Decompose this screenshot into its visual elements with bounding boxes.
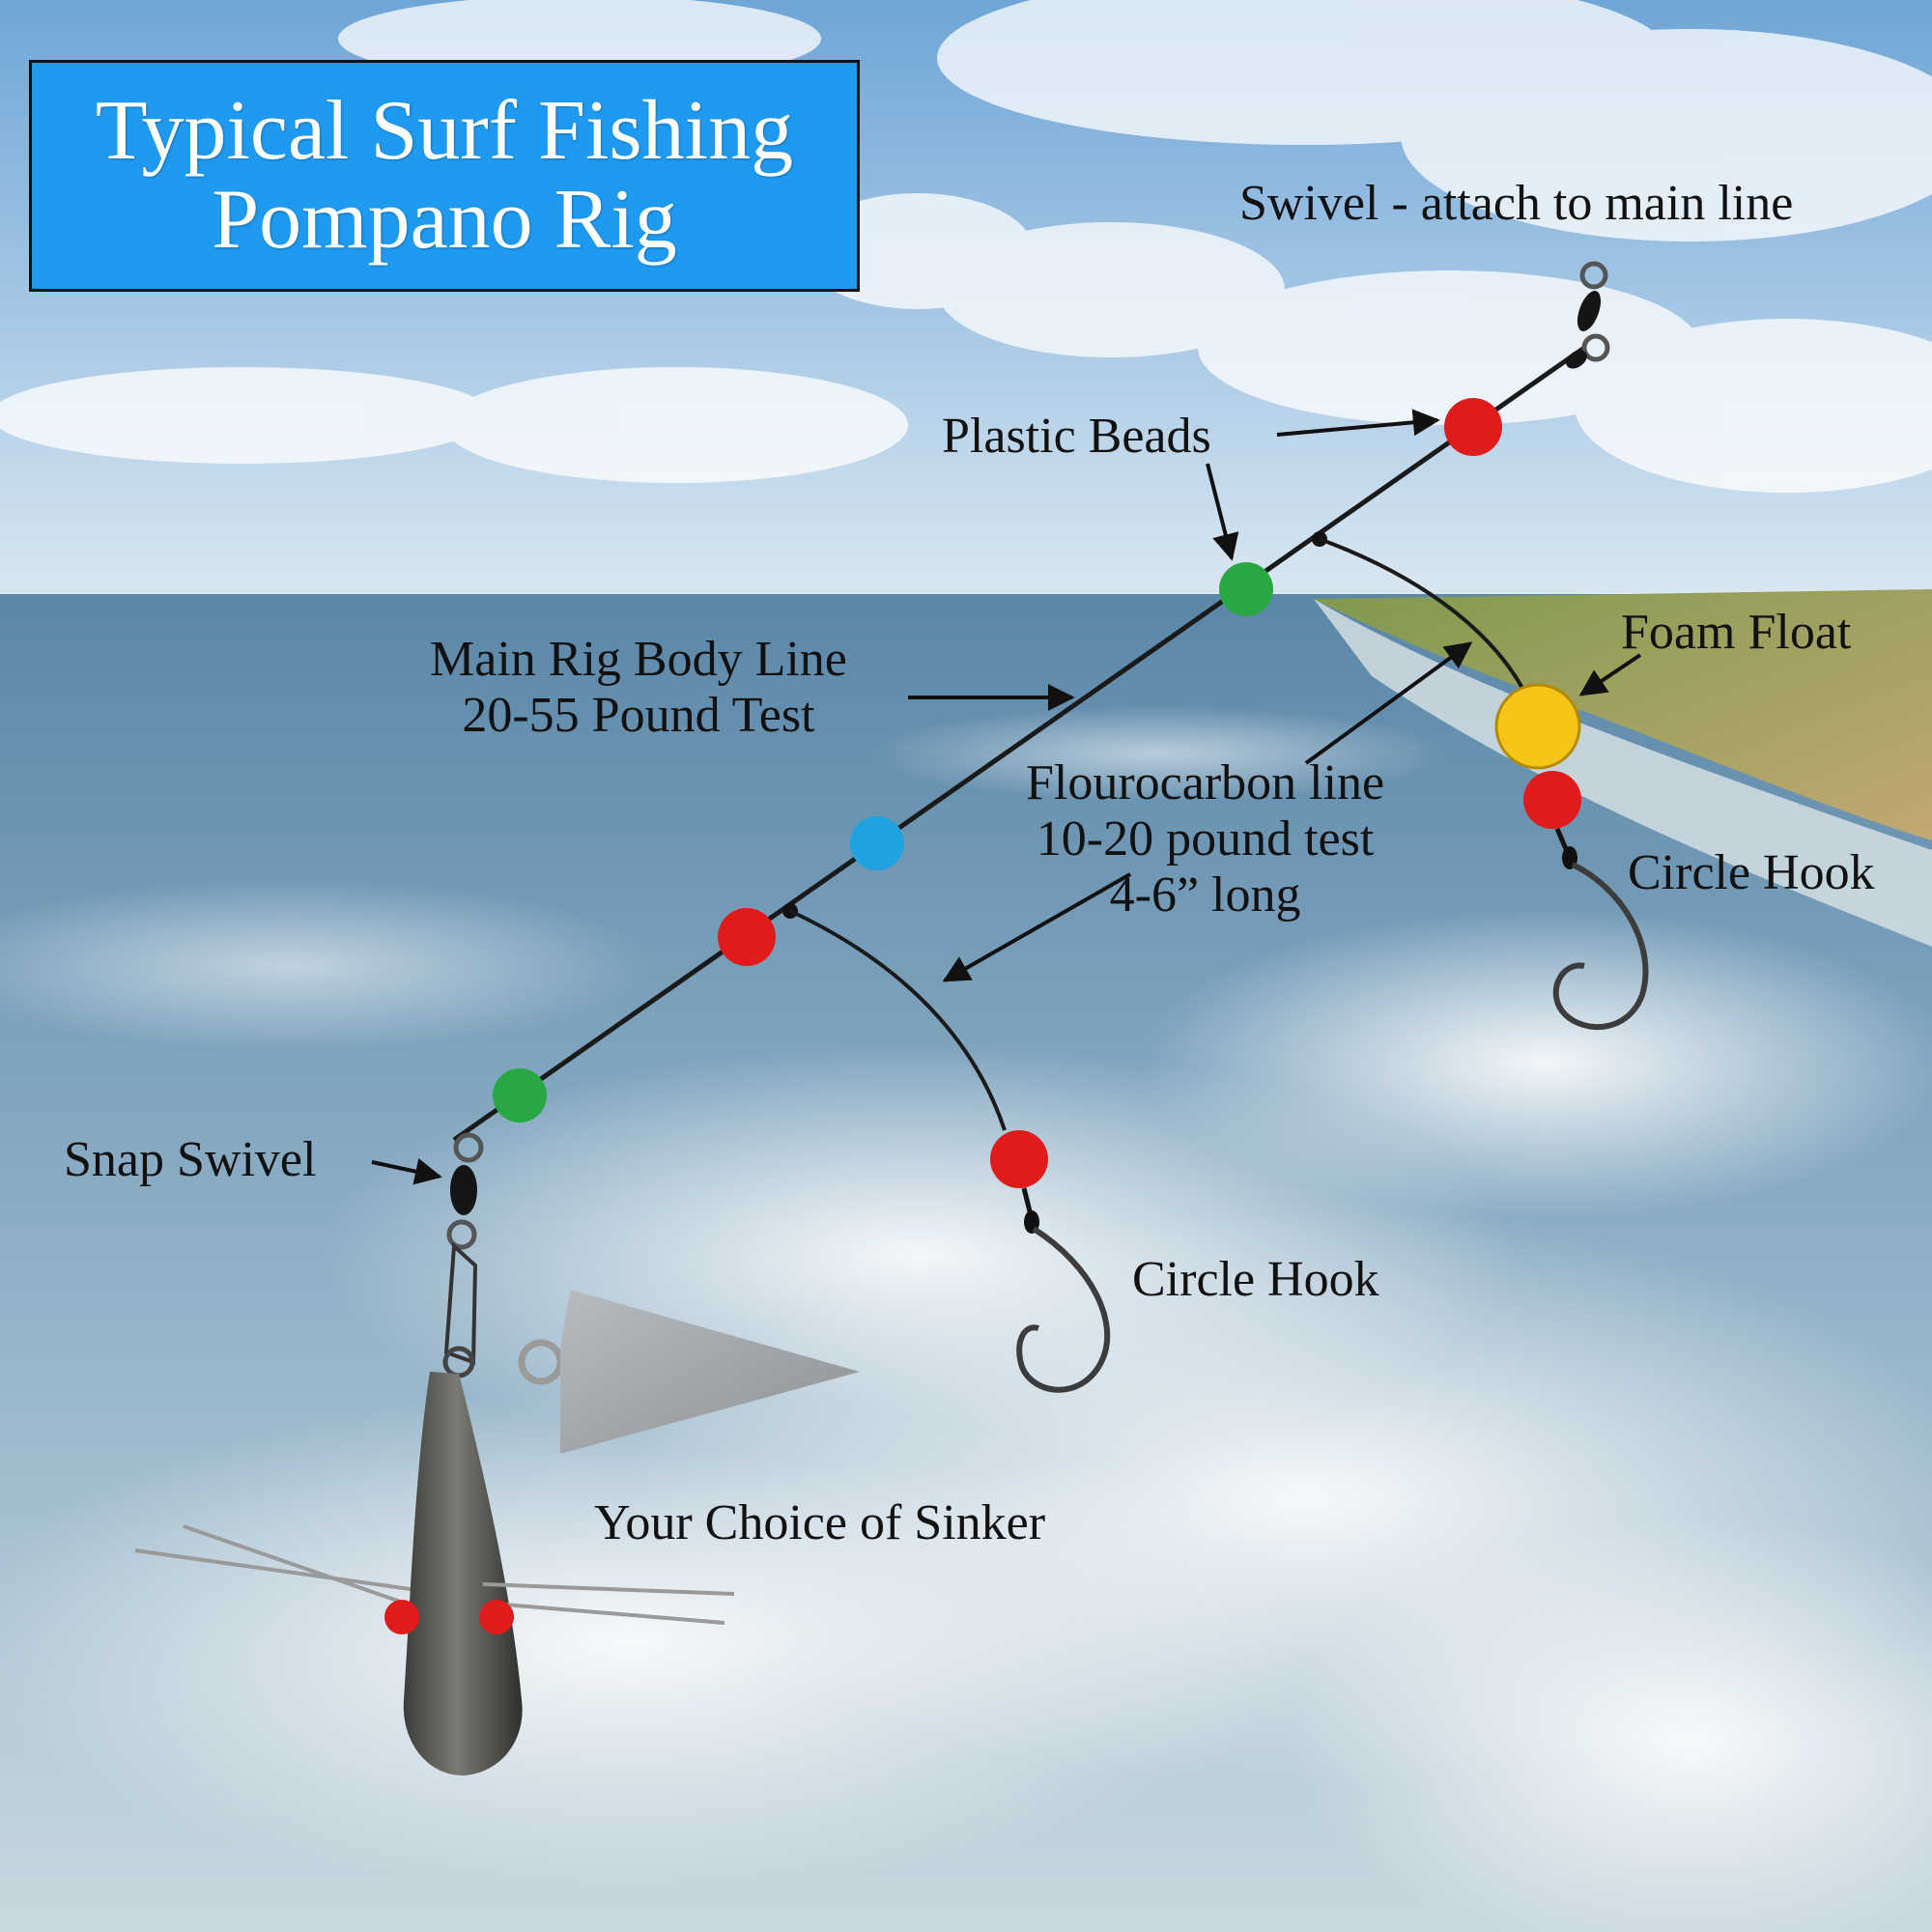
label-fluorocarbon-3: 4-6” long [1109,867,1301,923]
label-snap-swivel: Snap Swivel [64,1132,317,1187]
pyramid-sinker [518,1290,860,1454]
main-rig-body-line [452,345,1586,1143]
upper-fluorocarbon-line [1319,537,1528,696]
title-box: Typical Surf Fishing Pompano Rig [29,60,860,292]
label-circle-hook-lower: Circle Hook [1132,1252,1379,1307]
label-main-line-1: Main Rig Body Line [430,632,847,687]
bead-blue [850,816,904,870]
arrow-foam-float [1578,653,1642,696]
top-swivel [1566,261,1610,369]
label-fluorocarbon-2: 10-20 pound test [1036,811,1375,867]
annotation-arrows [371,409,1642,1185]
lower-fluorocarbon-line [789,909,1007,1131]
label-main-line: Main Rig Body Line 20-55 Pound Test [430,632,847,744]
title-line-1: Typical Surf Fishing [95,84,794,178]
bead-red-middle [718,908,776,966]
lower-circle-hook [1016,1226,1111,1393]
label-swivel: Swivel - attach to main line [1239,176,1794,231]
label-circle-hook-upper: Circle Hook [1628,845,1875,900]
title-line-2: Pompano Rig [212,173,677,267]
sputnik-sinker [134,1372,735,1776]
bead-red-top [1444,398,1502,456]
label-fluorocarbon-1: Flourocarbon line [1026,755,1385,810]
label-sinker: Your Choice of Sinker [594,1495,1046,1550]
snap-swivel [442,1132,484,1378]
bead-green-bottom [493,1068,547,1122]
lower-hook-bead [990,1130,1048,1188]
foam-float [1494,683,1581,770]
label-fluorocarbon: Flourocarbon line 10-20 pound test 4-6” … [1026,755,1384,923]
arrow-snap-swivel [371,1158,442,1185]
upper-hook-bead [1523,771,1581,829]
label-plastic-beads: Plastic Beads [942,409,1211,464]
arrow-fluorocarbon-upper [1304,641,1473,765]
bead-green-top [1219,562,1273,616]
arrow-plastic-beads-2 [1206,463,1239,561]
upper-circle-hook [1552,862,1649,1030]
arrow-fluorocarbon-lower [942,872,1131,982]
label-foam-float: Foam Float [1621,605,1852,660]
arrow-plastic-beads-1 [1276,409,1440,437]
label-main-line-2: 20-55 Pound Test [462,688,815,743]
